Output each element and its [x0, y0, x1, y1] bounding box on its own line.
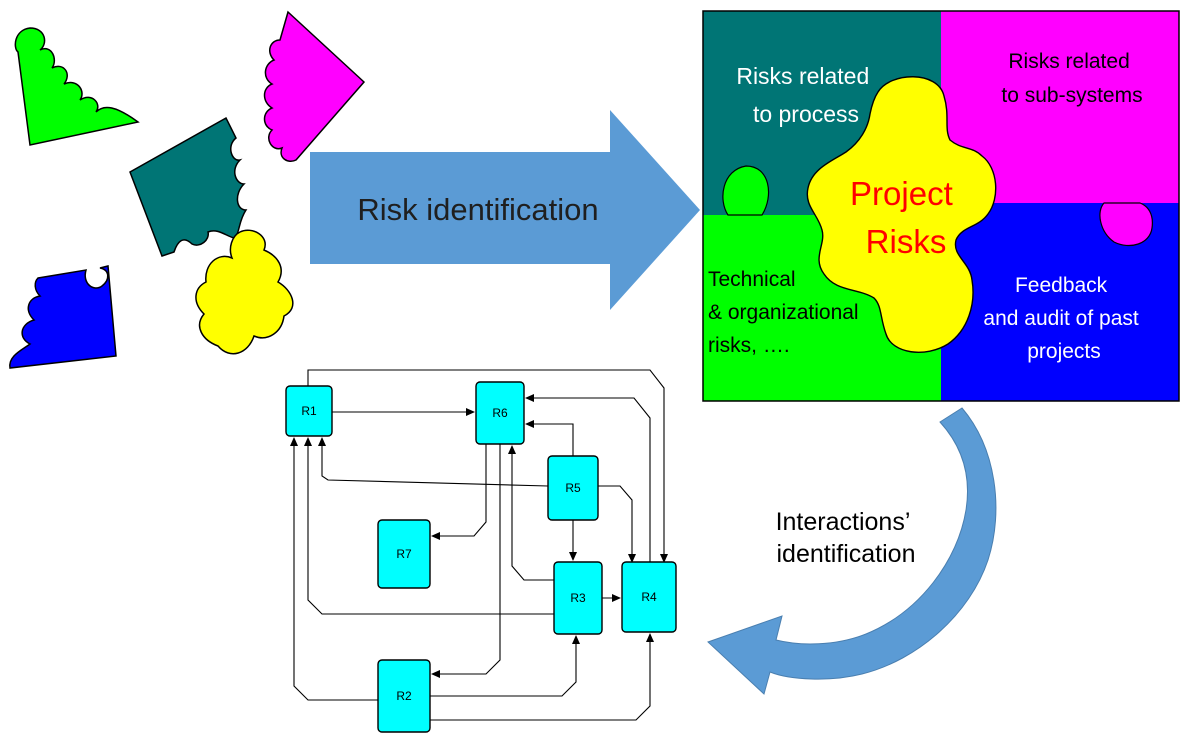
network-node-r3: R3 [553, 561, 603, 635]
network-edges [290, 369, 668, 721]
interactions-identification-arrow: Interactions’ identification [707, 407, 997, 695]
risk-network: R1 R6 R5 R7 R3 R4 R2 [285, 369, 677, 733]
node-label: R2 [396, 689, 412, 703]
teal-puzzle-piece [129, 116, 248, 257]
yellow-puzzle-piece [195, 229, 294, 355]
board-border [702, 10, 1180, 402]
project-risks-center-piece [806, 76, 997, 353]
green-knob [722, 165, 770, 216]
node-label: R1 [301, 404, 317, 418]
network-node-r7: R7 [377, 519, 431, 589]
magenta-knob [1099, 202, 1153, 247]
node-label: R6 [492, 406, 508, 420]
project-risks-puzzle-board: Risks related to process Risks related t… [702, 10, 1180, 402]
risk-identification-arrow: Risk identification [310, 110, 700, 310]
network-node-r5: R5 [547, 455, 599, 521]
node-label: R7 [396, 547, 412, 561]
network-node-r6: R6 [475, 381, 525, 445]
green-puzzle-piece [14, 27, 140, 146]
interactions-identification-label: Interactions’ identification [776, 508, 917, 568]
project-risks-center-label: Project Risks [850, 175, 962, 260]
technical-risks-label: Technical & organizational risks, …. [708, 268, 864, 357]
node-label: R3 [570, 591, 586, 605]
feedback-risks-label: Feedback and audit of past projects [983, 274, 1144, 363]
network-node-r2: R2 [377, 659, 431, 733]
node-label: R5 [565, 481, 581, 495]
network-node-r1: R1 [285, 385, 333, 437]
process-risks-label: Risks related to process [736, 63, 875, 127]
scattered-puzzle-pieces [9, 10, 366, 369]
magenta-puzzle-piece [263, 10, 366, 162]
subsystem-risks-label: Risks related to sub-systems [1001, 50, 1142, 107]
node-label: R4 [641, 590, 657, 604]
risk-identification-label: Risk identification [357, 192, 598, 227]
network-node-r4: R4 [621, 561, 677, 633]
blue-puzzle-piece [9, 265, 117, 369]
